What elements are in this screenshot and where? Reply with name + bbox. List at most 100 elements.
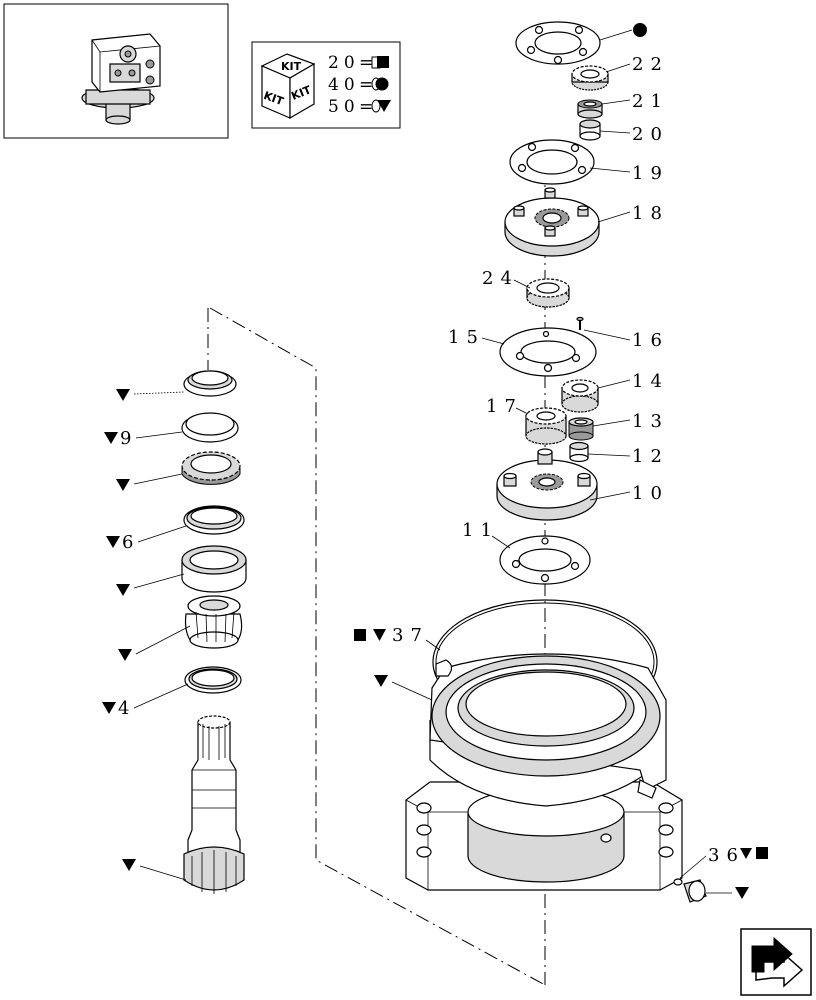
gasket-top[interactable]: [515, 21, 601, 65]
callout-24[interactable]: 24: [482, 268, 531, 289]
callout-21[interactable]: 21: [601, 91, 669, 112]
callout-18[interactable]: 18: [597, 203, 669, 224]
svg-text:36: 36: [708, 845, 745, 866]
bearing-part-left[interactable]: [181, 451, 241, 485]
callout-circle-top[interactable]: [599, 23, 647, 41]
gear-part-17[interactable]: [525, 407, 567, 445]
callout-14[interactable]: 14: [597, 371, 669, 392]
callout-13[interactable]: 13: [592, 411, 669, 432]
callout-36[interactable]: 36: [679, 845, 768, 879]
triangle-symbol-icon: [104, 432, 118, 444]
race-part-left[interactable]: [181, 545, 247, 593]
svg-text:40: 40: [328, 75, 360, 95]
gear-part-24[interactable]: [526, 278, 570, 308]
callout-22[interactable]: 22: [605, 54, 669, 75]
triangle-symbol-icon: [377, 100, 391, 112]
triangle-symbol-icon: [122, 859, 136, 871]
callout-left-6[interactable]: 6: [106, 525, 187, 553]
kit-entry-20: 20 =: [328, 53, 389, 73]
callout-12[interactable]: 12: [587, 446, 669, 467]
plate-part-15[interactable]: [499, 327, 597, 377]
triangle-symbol-icon: [373, 629, 386, 641]
svg-text:16: 16: [632, 330, 669, 351]
callout-10[interactable]: 10: [589, 483, 669, 504]
svg-text:=: =: [359, 53, 378, 73]
callout-left-3[interactable]: [116, 473, 183, 491]
callout-16[interactable]: 16: [583, 329, 669, 351]
svg-text:21: 21: [632, 91, 669, 112]
triangle-symbol-icon: [116, 389, 130, 401]
kit-entry-40: 40 =: [328, 75, 389, 95]
gear-part-14[interactable]: [561, 379, 599, 413]
drive-shaft-part[interactable]: [183, 715, 245, 894]
svg-text:20: 20: [328, 53, 360, 73]
svg-text:18: 18: [632, 203, 669, 224]
callout-housing[interactable]: [374, 675, 433, 701]
plug-part-36[interactable]: [673, 878, 707, 903]
triangle-symbol-icon: [118, 649, 132, 661]
seal-part-6[interactable]: [183, 505, 245, 535]
svg-text:50: 50: [328, 97, 360, 117]
kit-entry-50: 50 =: [328, 97, 391, 117]
bushing-part-12[interactable]: [569, 441, 589, 463]
plate-part-19[interactable]: [509, 139, 595, 185]
callout-left-cage[interactable]: [118, 625, 191, 661]
svg-text:14: 14: [632, 371, 669, 392]
bearing-part-21[interactable]: [577, 99, 603, 119]
callout-17[interactable]: 17: [486, 396, 529, 417]
svg-text:4: 4: [118, 698, 136, 719]
square-symbol-icon: [354, 629, 366, 641]
plate-part-11[interactable]: [499, 535, 591, 585]
return-button[interactable]: [740, 928, 812, 996]
callout-plug[interactable]: [706, 887, 749, 899]
triangle-symbol-icon: [740, 848, 752, 859]
callout-37[interactable]: 37: [354, 625, 441, 651]
svg-text:13: 13: [632, 411, 669, 432]
svg-text:20: 20: [632, 124, 669, 145]
svg-text:9: 9: [120, 428, 138, 449]
svg-text:10: 10: [632, 483, 669, 504]
triangle-symbol-icon: [102, 702, 116, 714]
svg-text:=: =: [359, 97, 378, 117]
circle-symbol-icon: [633, 23, 647, 37]
svg-text:24: 24: [482, 268, 519, 289]
carrier-part-18[interactable]: [504, 187, 600, 257]
roller-cage-part[interactable]: [184, 595, 243, 649]
callout-20[interactable]: 20: [599, 124, 669, 145]
kit-legend: KIT KIT KIT 20 = 40 = 50 =: [251, 41, 401, 129]
svg-text:15: 15: [448, 327, 485, 348]
screw-part-16[interactable]: [576, 316, 584, 331]
svg-text:6: 6: [122, 532, 140, 553]
circle-symbol-icon: [375, 77, 389, 91]
callout-left-9[interactable]: 9: [104, 428, 183, 449]
callout-left-1[interactable]: [116, 389, 185, 401]
callout-left-4[interactable]: 4: [102, 683, 189, 719]
hydraulic-motor-thumbnail-icon: [81, 33, 161, 125]
callout-15[interactable]: 15: [448, 327, 505, 348]
bushing-part-20[interactable]: [579, 119, 601, 141]
svg-text:22: 22: [632, 54, 669, 75]
svg-text:12: 12: [632, 446, 669, 467]
thumbnail-frame[interactable]: [3, 3, 229, 139]
seal-part-4[interactable]: [184, 666, 242, 694]
housing-part[interactable]: [405, 653, 683, 891]
seal-part-9[interactable]: [181, 412, 239, 443]
triangle-symbol-icon: [374, 675, 388, 687]
square-symbol-icon: [377, 56, 389, 68]
square-symbol-icon: [756, 847, 768, 859]
svg-text:19: 19: [632, 163, 669, 184]
callout-left-shaft[interactable]: [122, 859, 187, 881]
svg-text:=: =: [359, 75, 378, 95]
callout-11[interactable]: 11: [462, 520, 511, 549]
seal-part-top[interactable]: [183, 370, 237, 397]
bearing-part-13[interactable]: [568, 417, 594, 441]
triangle-symbol-icon: [116, 479, 130, 491]
callout-left-5[interactable]: [116, 573, 185, 596]
gear-part-22[interactable]: [571, 65, 609, 91]
carrier-part-10[interactable]: [496, 448, 598, 521]
kit-cube-label-top: KIT: [281, 60, 302, 73]
triangle-symbol-icon: [735, 887, 749, 899]
triangle-symbol-icon: [116, 584, 130, 596]
callout-19[interactable]: 19: [589, 163, 669, 184]
